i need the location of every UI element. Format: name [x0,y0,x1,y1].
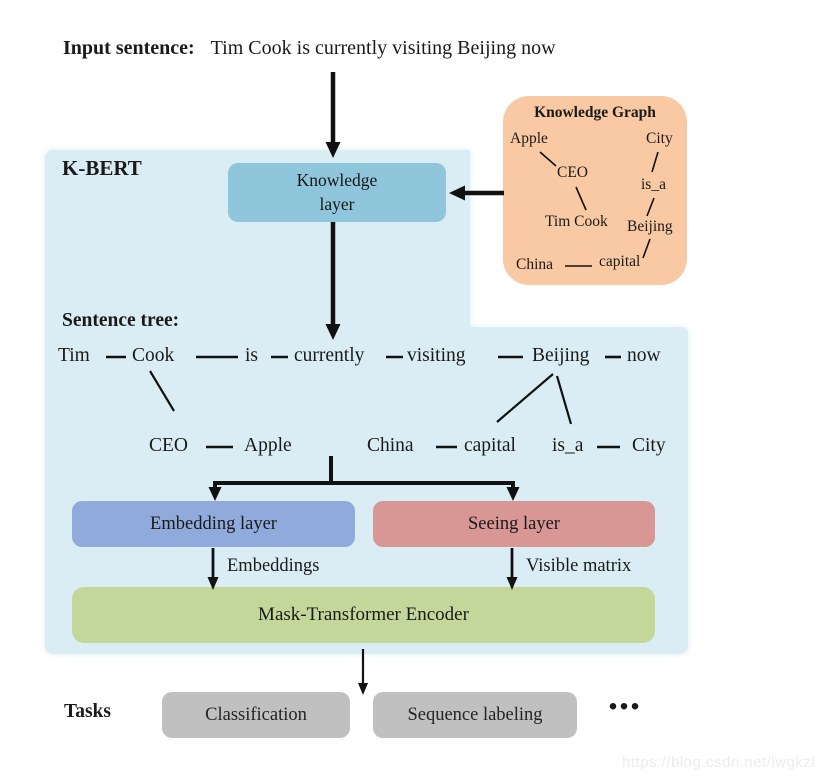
kg-node-city: City [646,130,673,147]
knowledge-graph-box [503,96,687,285]
kg-node-apple: Apple [510,130,548,147]
kg-node-china: China [516,256,554,273]
input-sentence-line: Input sentence: Tim Cook is currently vis… [63,37,556,60]
task-sequence-labeling-box: Sequence labeling [373,692,577,738]
sentence-tree-label: Sentence tree: [62,310,180,331]
mask-transformer-encoder-box: Mask-Transformer Encoder [72,587,655,643]
input-sentence-text: Tim Cook is currently visiting Beijing n… [210,37,556,59]
tree-word-china: China [367,435,414,456]
tree-word-ceo: CEO [149,435,188,456]
tree-word-capital: capital [464,435,516,456]
kbert-region-label: K-BERT [62,156,142,180]
tree-word-beijing: Beijing [532,345,590,366]
kg-node-is-a: is_a [641,176,666,193]
tree-word-currently: currently [294,345,365,366]
knowledge-graph-title: Knowledge Graph [534,104,656,121]
tree-word-apple: Apple [244,435,292,456]
tasks-ellipsis: ... [608,673,641,718]
tree-word-cook: Cook [132,345,175,366]
tree-word-is: is [245,345,259,366]
tree-word-city: City [632,435,666,456]
knowledge-layer-box: Knowledge layer [228,163,446,222]
kg-node-beijing: Beijing [627,218,673,235]
knowledge-layer-label: Knowledge layer [296,170,378,214]
tree-word-now: now [627,345,661,366]
tree-word-is-a: is_a [552,435,584,456]
embeddings-label: Embeddings [227,556,320,576]
tasks-label: Tasks [64,701,111,722]
seeing-layer-box: Seeing layer [373,501,655,547]
visible-matrix-label: Visible matrix [526,556,632,576]
kg-node-tim-cook: Tim Cook [545,213,608,230]
embedding-layer-box: Embedding layer [72,501,355,547]
kg-node-capital: capital [599,253,641,270]
watermark-url: https://blog.csdn.net/lwgkzl [622,754,816,771]
input-sentence-label: Input sentence: [63,37,195,59]
kg-node-ceo: CEO [557,164,588,181]
task-classification-box: Classification [162,692,350,738]
tree-word-visiting: visiting [407,345,466,366]
tree-word-tim: Tim [58,345,90,366]
